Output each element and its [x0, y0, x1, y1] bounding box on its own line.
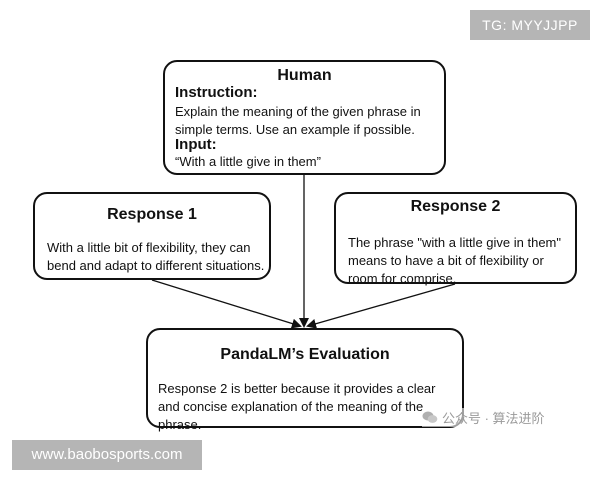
human-box: Human Instruction: Explain the meaning o… [163, 60, 446, 175]
evaluation-title: PandaLM’s Evaluation [220, 346, 390, 363]
wechat-watermark-text: 公众号 · 算法进阶 [442, 411, 545, 426]
arrow-response1-to-evaluation [151, 279, 302, 329]
evaluation-text: Response 2 is better because it provides… [158, 381, 436, 432]
watermark-tg: TG: MYYJJPP [470, 10, 590, 40]
wechat-watermark: 公众号 · 算法进阶 [422, 408, 545, 427]
response-1-box: Response 1 With a little bit of flexibil… [33, 192, 271, 280]
wechat-icon [422, 411, 438, 423]
instruction-text: Explain the meaning of the given phrase … [175, 104, 421, 137]
response-1-text: With a little bit of flexibility, they c… [47, 240, 265, 273]
watermark-url: www.baobosports.com [12, 440, 202, 470]
input-label: Input: [175, 136, 217, 153]
human-title: Human [277, 67, 332, 84]
arrow-response2-to-evaluation [306, 283, 456, 329]
input-text: “With a little give in them” [175, 154, 321, 169]
response-2-title: Response 2 [410, 198, 501, 215]
response-1-title: Response 1 [107, 206, 197, 223]
response-2-text: The phrase "with a little give in them" … [348, 235, 561, 286]
evaluation-box: PandaLM’s Evaluation Response 2 is bette… [146, 328, 464, 432]
response-2-box: Response 2 The phrase "with a little giv… [334, 192, 577, 286]
instruction-label: Instruction: [175, 84, 258, 101]
